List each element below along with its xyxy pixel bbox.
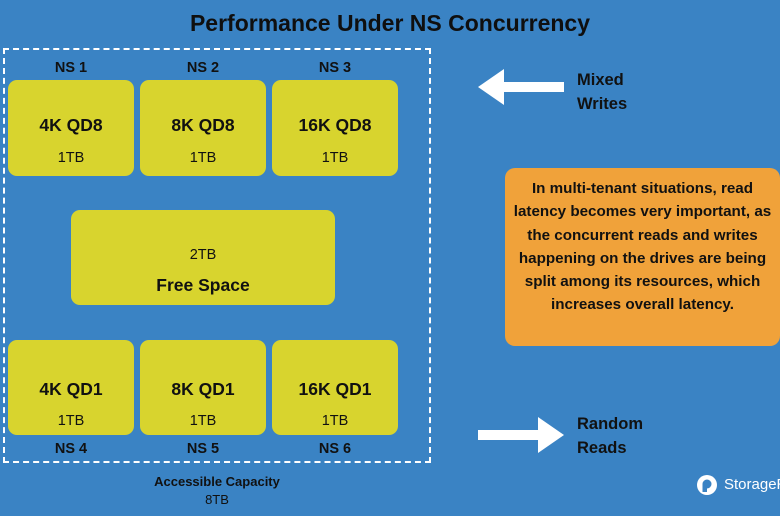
left-arrow-icon	[478, 69, 564, 105]
ns1-label: NS 1	[54, 60, 88, 76]
ns3-label: NS 3	[318, 60, 352, 76]
ns4-size: 1TB	[57, 413, 85, 429]
mixed-writes-label: Mixed Writes	[577, 68, 627, 116]
ns1-workload: 4K QD8	[39, 115, 103, 135]
random-reads-label: Random Reads	[577, 412, 643, 460]
accessible-capacity-label: Accessible Capacity	[154, 474, 280, 489]
random-reads-line1: Random	[577, 415, 643, 433]
ns1-size: 1TB	[57, 150, 85, 166]
ns2-workload: 8K QD8	[171, 115, 235, 135]
accessible-capacity-boundary	[3, 48, 431, 463]
ns6-label: NS 6	[318, 441, 352, 457]
ns3-workload: 16K QD8	[298, 115, 372, 135]
free-space-block: 2TB Free Space	[71, 210, 335, 305]
page-title: Performance Under NS Concurrency	[189, 10, 591, 36]
storagereview-logo-icon	[697, 475, 717, 495]
ns6-size: 1TB	[321, 413, 349, 429]
ns5-workload: 8K QD1	[171, 379, 235, 399]
ns5-label: NS 5	[186, 441, 220, 457]
free-space-label: Free Space	[156, 275, 250, 295]
storagereview-logo: StorageReview	[696, 474, 780, 496]
ns4-block: 4K QD1 1TB	[8, 340, 134, 435]
logo-text: StorageReview	[724, 476, 780, 493]
mixed-writes-line1: Mixed	[577, 71, 624, 89]
ns6-block: 16K QD1 1TB	[272, 340, 398, 435]
ns3-block: 16K QD8 1TB	[272, 80, 398, 176]
accessible-capacity-value: 8TB	[205, 492, 229, 507]
random-reads-line2: Reads	[577, 439, 627, 457]
mixed-writes-line2: Writes	[577, 95, 628, 113]
ns5-size: 1TB	[189, 413, 217, 429]
free-space-size: 2TB	[189, 247, 217, 263]
ns2-block: 8K QD8 1TB	[140, 80, 266, 176]
ns1-block: 4K QD8 1TB	[8, 80, 134, 176]
ns2-size: 1TB	[189, 150, 217, 166]
ns4-workload: 4K QD1	[39, 379, 103, 399]
ns4-label: NS 4	[54, 441, 88, 457]
ns6-workload: 16K QD1	[298, 379, 372, 399]
right-arrow-icon	[478, 417, 564, 453]
ns5-block: 8K QD1 1TB	[140, 340, 266, 435]
ns2-label: NS 2	[186, 60, 220, 76]
latency-note: In multi-tenant situations, read latency…	[505, 168, 780, 346]
ns3-size: 1TB	[321, 150, 349, 166]
